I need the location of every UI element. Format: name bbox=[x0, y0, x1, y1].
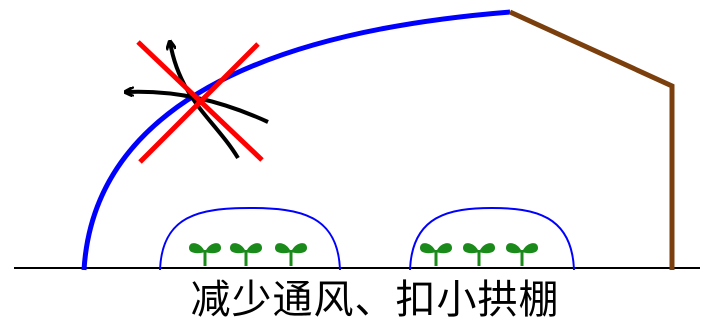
small-tunnel bbox=[409, 206, 575, 271]
small-tunnel bbox=[159, 206, 341, 271]
seedling-icon bbox=[230, 243, 262, 266]
seedling-icon bbox=[275, 243, 307, 266]
diagram-caption: 减少通风、扣小拱棚 bbox=[190, 277, 560, 323]
seedling-icon bbox=[189, 243, 221, 266]
seedling-icon bbox=[463, 243, 495, 266]
red-x-icon bbox=[136, 40, 264, 164]
seedling-icon bbox=[506, 243, 538, 266]
seedling-icon bbox=[420, 243, 452, 266]
greenhouse-film-arc bbox=[81, 9, 511, 271]
greenhouse-back-frame bbox=[508, 9, 675, 270]
